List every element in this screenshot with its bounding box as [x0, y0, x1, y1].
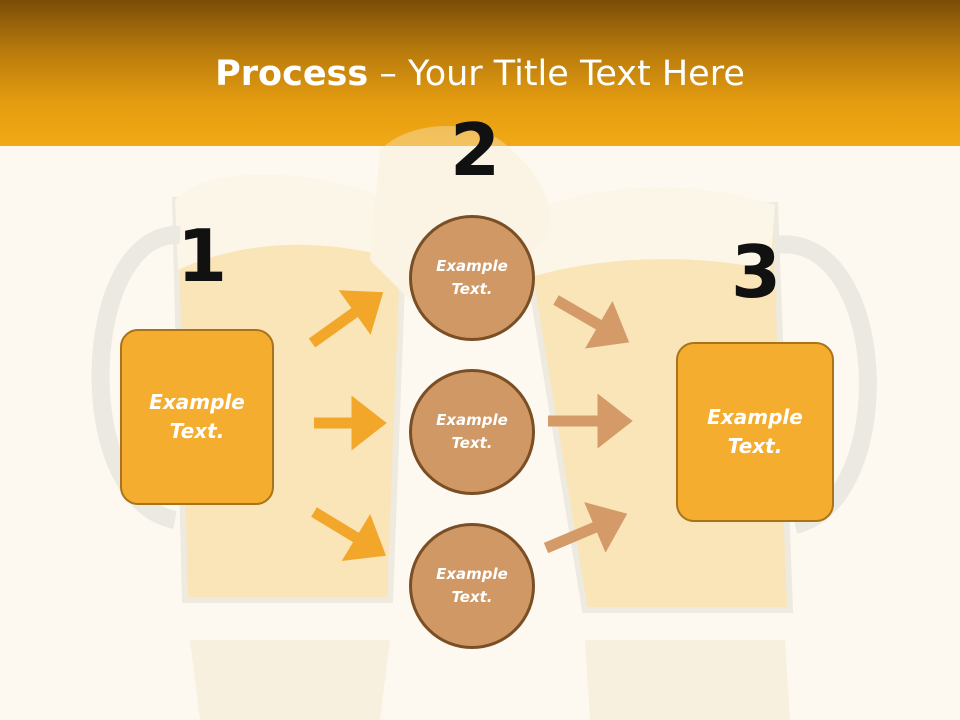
step-1-text: Example Text.: [149, 390, 245, 443]
step-2-text-b: Example Text.: [436, 411, 508, 452]
arrow-2a-to-3: [553, 295, 630, 349]
slide-title: Process – Your Title Text Here: [0, 50, 960, 98]
header-banner: [0, 0, 960, 146]
title-rest: – Your Title Text Here: [368, 54, 745, 94]
step-2-circle-b: Example Text.: [409, 369, 535, 495]
step-2-circle-a: Example Text.: [409, 215, 535, 341]
step-1-box: Example Text.: [120, 329, 274, 505]
step-2-text-c: Example Text.: [436, 565, 508, 606]
step-2-circle-c: Example Text.: [409, 523, 535, 649]
arrow-2c-to-3: [543, 502, 628, 554]
arrow-1-to-2c: [311, 507, 386, 561]
step-3-box: Example Text.: [676, 342, 834, 522]
step-number-1: 1: [177, 214, 228, 298]
step-number-2: 2: [450, 108, 501, 192]
title-bold: Process: [215, 54, 369, 94]
step-number-3: 3: [731, 230, 782, 314]
arrow-1-to-2a: [308, 290, 384, 348]
step-2-text-a: Example Text.: [436, 257, 508, 298]
step-3-text: Example Text.: [707, 405, 803, 458]
